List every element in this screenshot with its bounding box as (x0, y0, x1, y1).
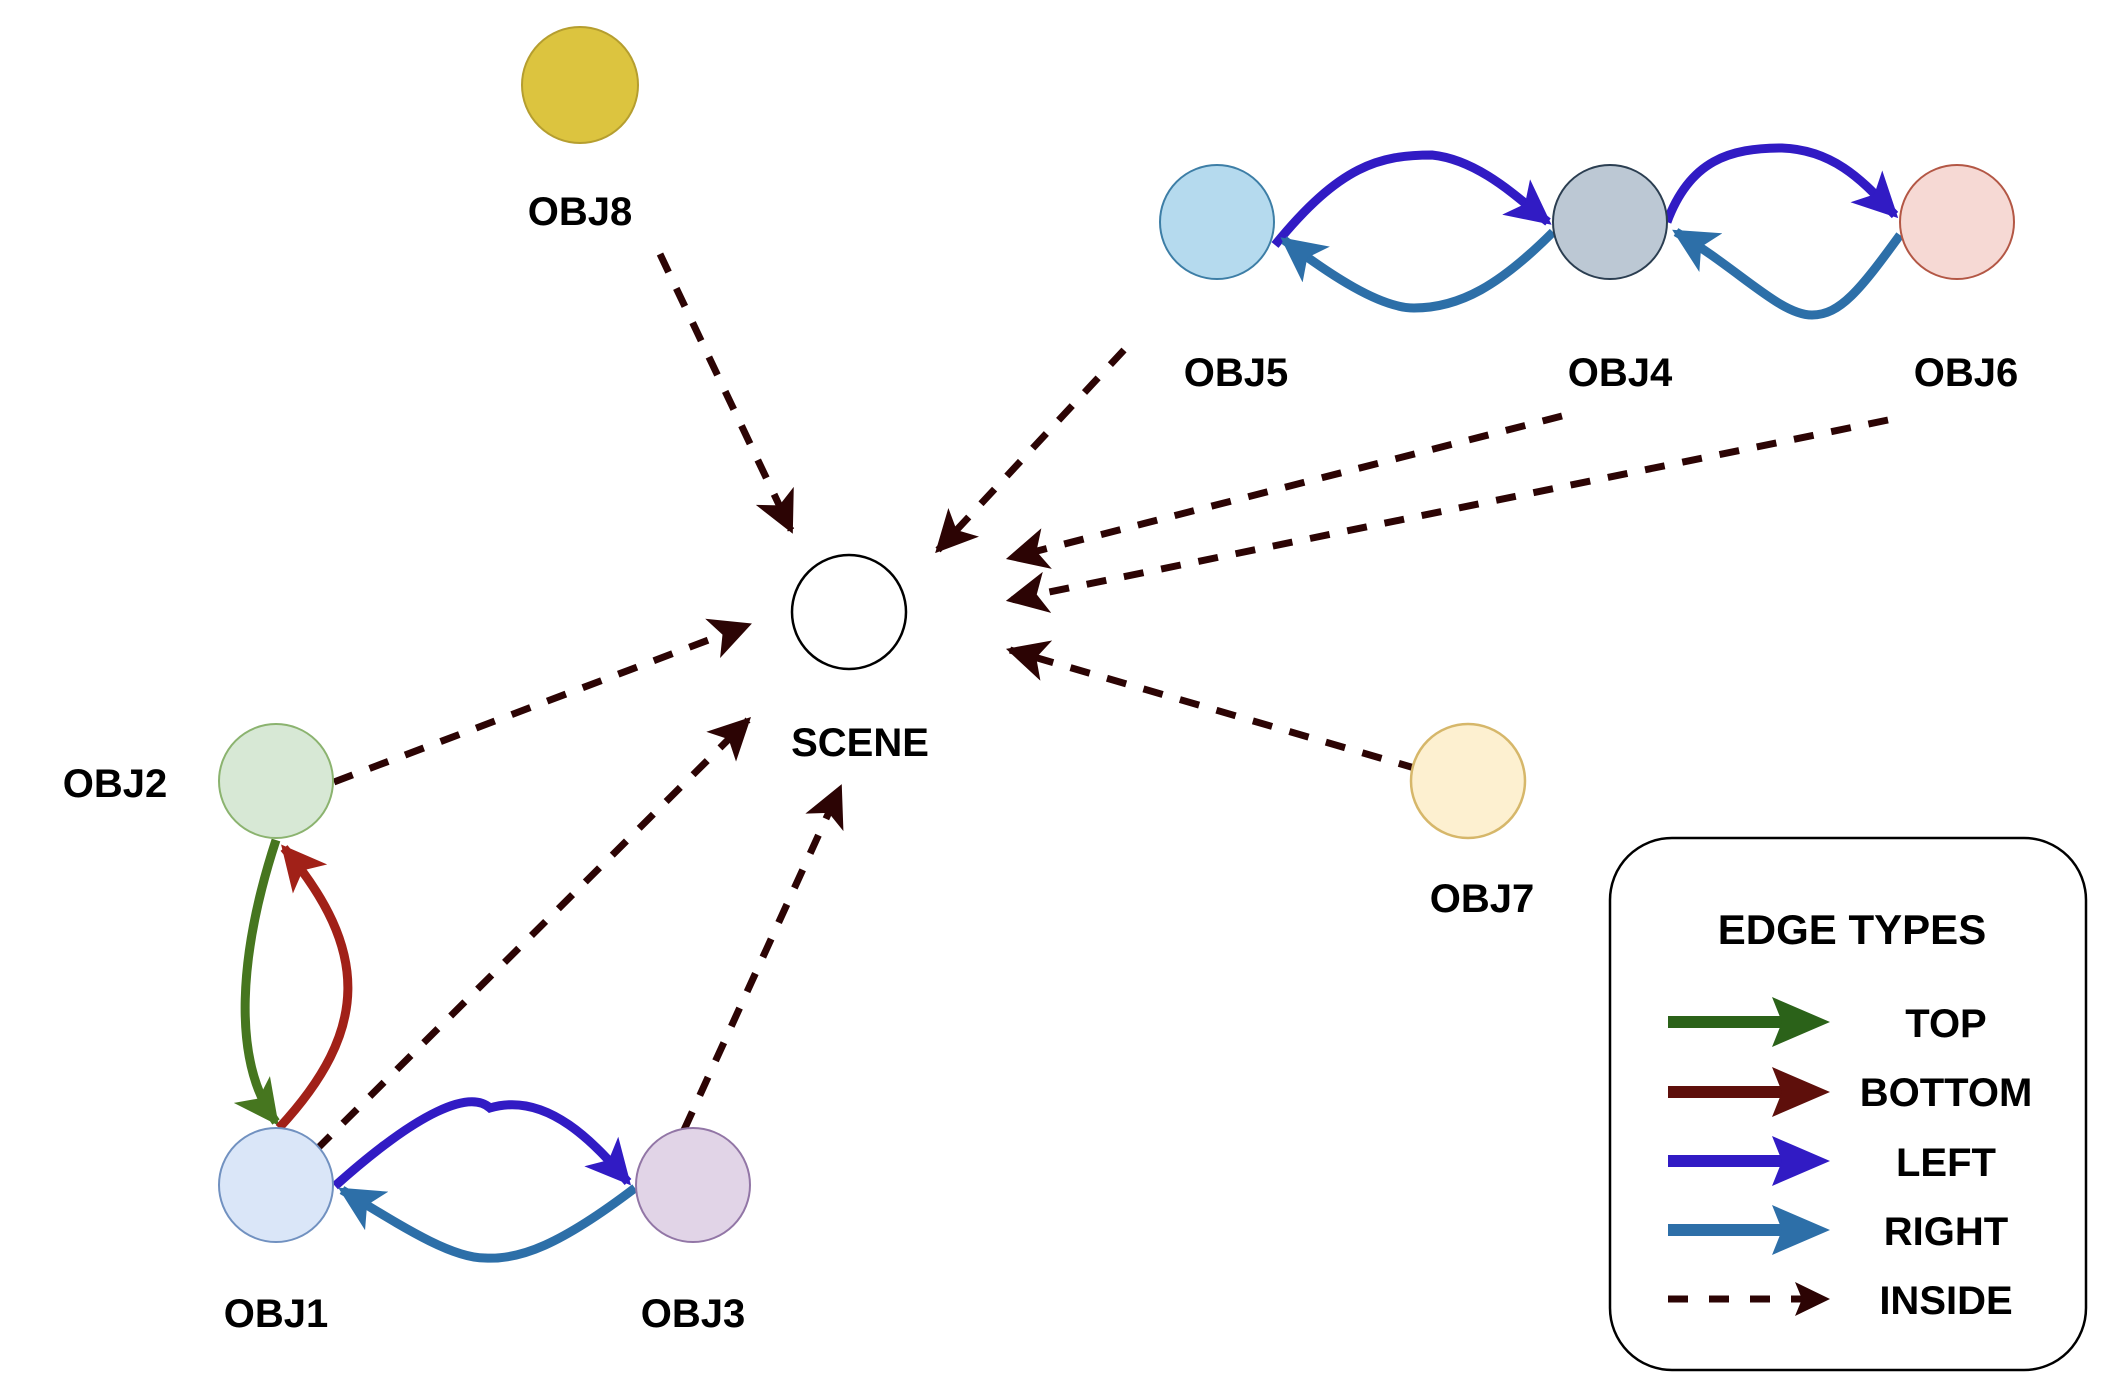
legend-arrowhead-right-icon (1772, 1205, 1830, 1255)
edge-obj3-obj1-right (338, 1184, 638, 1263)
node-obj7[interactable]: OBJ7 (1409, 722, 1535, 921)
node-obj1[interactable]: OBJ1 (218, 1127, 334, 1336)
edge-obj1-obj2-bottom (275, 844, 353, 1132)
node-obj3-label: OBJ3 (641, 1292, 746, 1336)
edge-obj6-obj4-right (1672, 228, 1904, 320)
edge-obj4-obj6-left (1662, 143, 1899, 224)
node-obj6-circle[interactable] (1899, 164, 2015, 280)
inside-edges (313, 252, 1889, 1153)
legend-arrowhead-top-icon (1772, 997, 1830, 1047)
node-obj3-circle[interactable] (635, 1127, 751, 1243)
legend-arrowhead-bottom-icon (1772, 1067, 1830, 1117)
legend-title: EDGE TYPES (1718, 906, 1986, 953)
edge-obj2-scene (332, 618, 752, 786)
node-obj2-label: OBJ2 (63, 762, 168, 806)
node-obj5-circle[interactable] (1159, 164, 1275, 280)
node-obj8-circle[interactable] (521, 26, 639, 144)
node-obj4[interactable]: OBJ4 (1552, 164, 1673, 395)
legend: EDGE TYPES TOP BOTTOM LEFT RIGHT INSIDE (1608, 836, 2088, 1372)
node-obj2-circle[interactable] (218, 723, 334, 839)
node-obj1-circle[interactable] (218, 1127, 334, 1243)
node-obj8[interactable]: OBJ8 (521, 26, 639, 234)
legend-item-bottom: BOTTOM (1668, 1067, 2032, 1117)
node-obj1-label: OBJ1 (224, 1292, 329, 1336)
node-scene[interactable]: SCENE (790, 553, 929, 765)
node-obj3[interactable]: OBJ3 (635, 1127, 751, 1336)
legend-item-inside: INSIDE (1668, 1279, 2013, 1323)
node-obj5-label: OBJ5 (1184, 351, 1289, 395)
legend-label-top: TOP (1905, 1002, 1987, 1046)
legend-label-right: RIGHT (1884, 1210, 2008, 1254)
legend-item-left: LEFT (1668, 1136, 1996, 1186)
legend-item-top: TOP (1668, 997, 1987, 1047)
node-scene-label: SCENE (791, 721, 929, 765)
legend-box (1608, 836, 2088, 1372)
edge-obj5-obj4-left (1271, 150, 1552, 248)
legend-arrowhead-inside-icon (1795, 1282, 1830, 1316)
node-obj5[interactable]: OBJ5 (1159, 164, 1289, 395)
edge-obj4-obj5-right (1280, 228, 1557, 313)
edge-obj1-scene (313, 717, 751, 1153)
node-obj7-label: OBJ7 (1430, 877, 1535, 921)
edge-obj5-scene (935, 347, 1127, 554)
node-obj6-label: OBJ6 (1914, 351, 2019, 395)
node-obj7-circle[interactable] (1409, 722, 1527, 840)
node-obj6[interactable]: OBJ6 (1899, 164, 2019, 395)
legend-label-bottom: BOTTOM (1860, 1071, 2033, 1115)
legend-label-inside: INSIDE (1879, 1279, 2012, 1323)
edge-obj4-scene (1005, 412, 1563, 569)
edge-obj3-scene (680, 784, 844, 1132)
edge-obj7-scene (1005, 640, 1419, 773)
nodes: SCENE OBJ1 OBJ2 OBJ3 OBJ4 OBJ5 OBJ6 OBJ (63, 26, 2019, 1336)
node-obj8-label: OBJ8 (528, 190, 633, 234)
node-obj4-label: OBJ4 (1568, 351, 1673, 395)
node-scene-circle[interactable] (790, 553, 908, 671)
legend-item-right: RIGHT (1668, 1205, 2008, 1255)
legend-label-left: LEFT (1896, 1141, 1996, 1185)
node-obj4-circle[interactable] (1552, 164, 1668, 280)
node-obj2[interactable]: OBJ2 (63, 723, 334, 839)
edge-obj8-scene (656, 252, 795, 534)
edge-obj2-obj1-top (233, 838, 281, 1126)
legend-arrowhead-left-icon (1772, 1136, 1830, 1186)
edge-obj1-obj3-left (332, 1097, 632, 1190)
spatial-edges (233, 143, 1904, 1263)
